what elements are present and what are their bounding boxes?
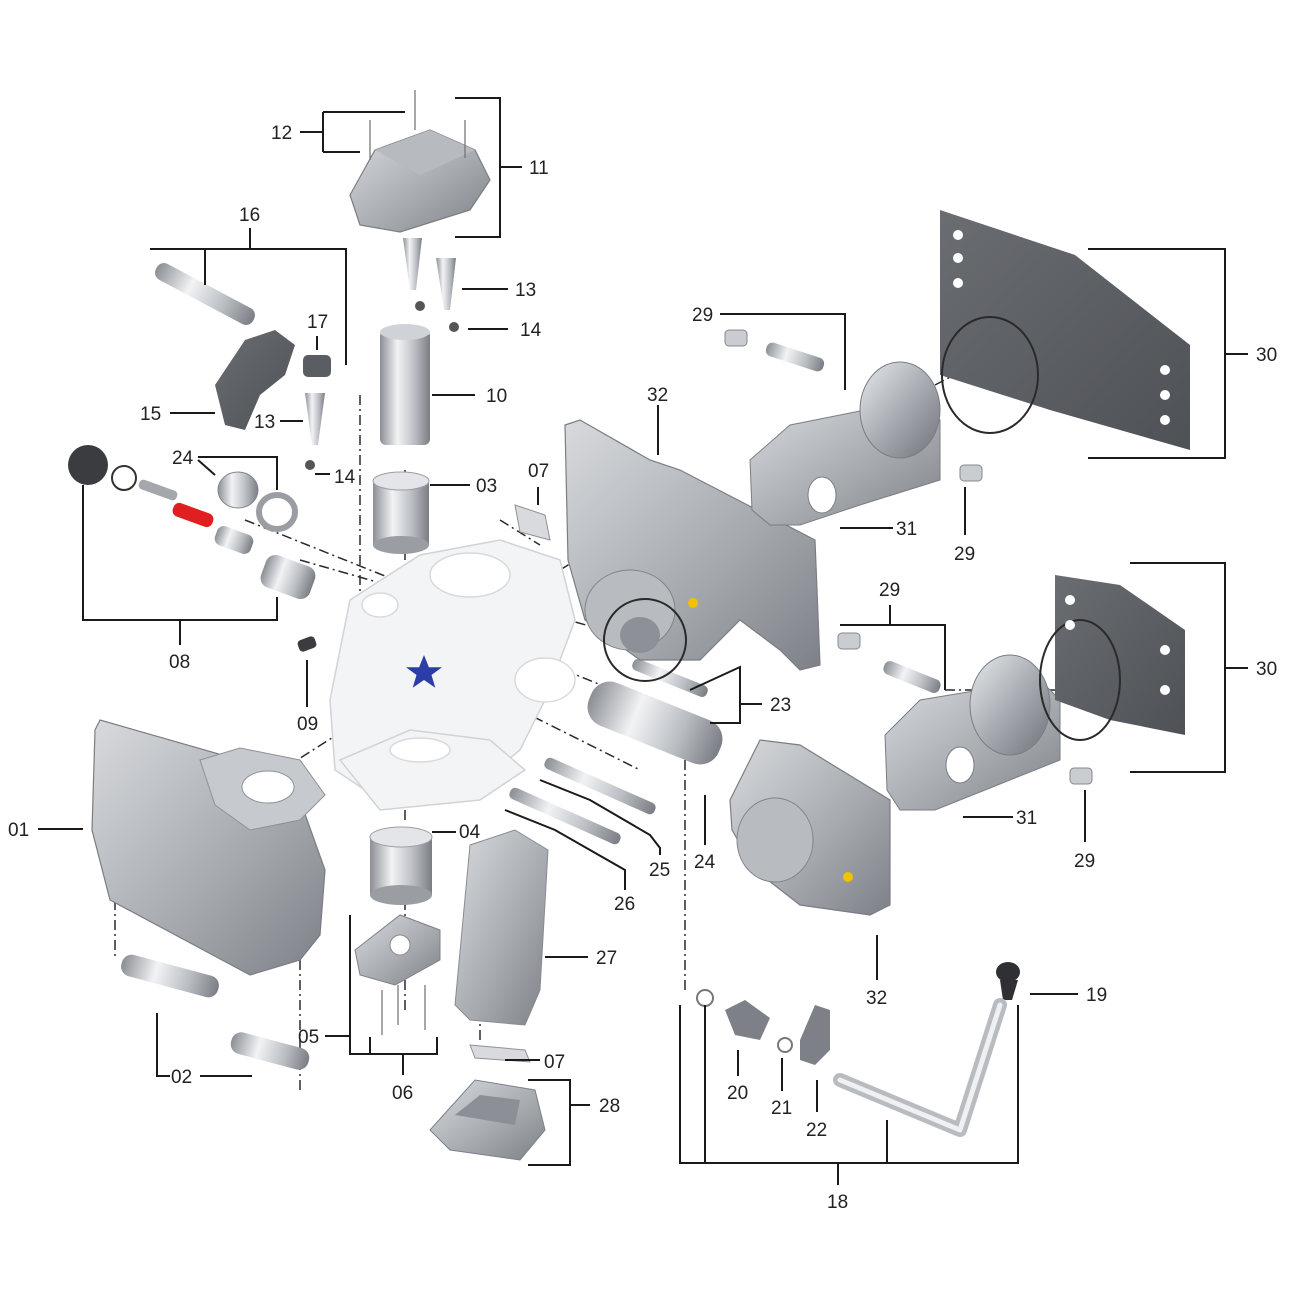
label-31-lower: 31: [1016, 808, 1037, 829]
label-18: 18: [827, 1192, 848, 1213]
ghost-coupling-body: [329, 539, 576, 811]
label-29-upper-right: 29: [954, 544, 975, 565]
part-22-latch: [800, 1005, 830, 1065]
part-11-cover: [349, 129, 491, 233]
part-number-labels: 01 02 03 04 05 06 07 07 08 09 10 11 12 1…: [8, 123, 1277, 1213]
label-26: 26: [614, 894, 635, 915]
label-24-middle: 24: [694, 852, 716, 873]
label-07-top: 07: [528, 461, 549, 482]
label-32-lower: 32: [866, 988, 887, 1009]
part-16-shaft: [155, 263, 255, 325]
label-12: 12: [271, 123, 292, 144]
label-14-top: 14: [520, 320, 542, 341]
part-04-bushing: [369, 826, 433, 905]
part-20-clamp: [725, 1000, 770, 1040]
part-10-king-pin: [380, 324, 430, 445]
part-25-pin: [544, 757, 656, 815]
part-27-wear-pad: [454, 829, 549, 1026]
label-27: 27: [596, 948, 617, 969]
part-26-pin: [509, 787, 621, 845]
label-21: 21: [771, 1098, 792, 1119]
part-30-lower-plate: [1039, 575, 1185, 741]
part-13-cone-left: [305, 393, 325, 470]
label-01: 01: [8, 820, 29, 841]
label-29-top-left: 29: [692, 305, 713, 326]
label-07-bottom: 07: [544, 1052, 565, 1073]
label-30-upper: 30: [1256, 345, 1277, 366]
label-22: 22: [806, 1120, 827, 1141]
label-13-left: 13: [254, 412, 275, 433]
label-09: 09: [297, 714, 318, 735]
label-23: 23: [770, 695, 791, 716]
part-28-bracket: [429, 1079, 546, 1161]
part-06-bolts: [381, 985, 426, 1035]
part-32-upper-bracket: [564, 419, 821, 682]
part-23-bolt-pins: [587, 658, 723, 765]
part-07-plate-bottom: [469, 1044, 531, 1063]
label-04: 04: [459, 822, 481, 843]
label-10: 10: [486, 386, 507, 407]
label-06: 06: [392, 1083, 413, 1104]
part-32-lower-bracket: [729, 739, 891, 916]
part-03-bushing: [372, 471, 430, 554]
label-16: 16: [239, 205, 260, 226]
label-08: 08: [169, 652, 190, 673]
label-11: 11: [529, 158, 549, 179]
label-19: 19: [1086, 985, 1107, 1006]
label-02: 02: [171, 1067, 192, 1088]
part-01-coupling-mouth: [91, 719, 326, 976]
part-15-lever: [215, 330, 295, 430]
label-14-left: 14: [334, 467, 356, 488]
label-29-middle: 29: [879, 580, 900, 601]
part-29-screws: [724, 329, 1093, 785]
label-15: 15: [140, 404, 161, 425]
part-30-upper-plate: [940, 210, 1190, 450]
label-20: 20: [727, 1083, 748, 1104]
label-13-top: 13: [515, 280, 536, 301]
label-31-upper: 31: [896, 519, 917, 540]
label-17: 17: [307, 312, 328, 333]
part-31-upper-sleeve: [749, 361, 941, 526]
leader-lines: [38, 97, 1248, 1185]
part-24-rings: [217, 471, 298, 532]
label-25: 25: [649, 860, 670, 881]
label-28: 28: [599, 1096, 620, 1117]
part-17-nut: [303, 355, 331, 377]
part-08-spring-assembly: [68, 445, 316, 600]
label-05: 05: [298, 1027, 319, 1048]
label-24-left: 24: [172, 448, 194, 469]
star-icon: [406, 655, 442, 688]
part-07-plate-top: [514, 504, 551, 541]
part-02-springs: [121, 954, 310, 1070]
part-19-handle: [833, 962, 1020, 1137]
part-09-screw: [297, 636, 317, 652]
part-12-screws: [369, 90, 466, 160]
part-05-plate: [354, 914, 441, 986]
label-32-upper: 32: [647, 385, 668, 406]
part-31-lower-sleeve: [884, 654, 1061, 811]
label-03: 03: [476, 476, 497, 497]
label-29-lower-right: 29: [1074, 851, 1095, 872]
part-13-cones: [403, 238, 459, 332]
label-30-lower: 30: [1256, 659, 1277, 680]
